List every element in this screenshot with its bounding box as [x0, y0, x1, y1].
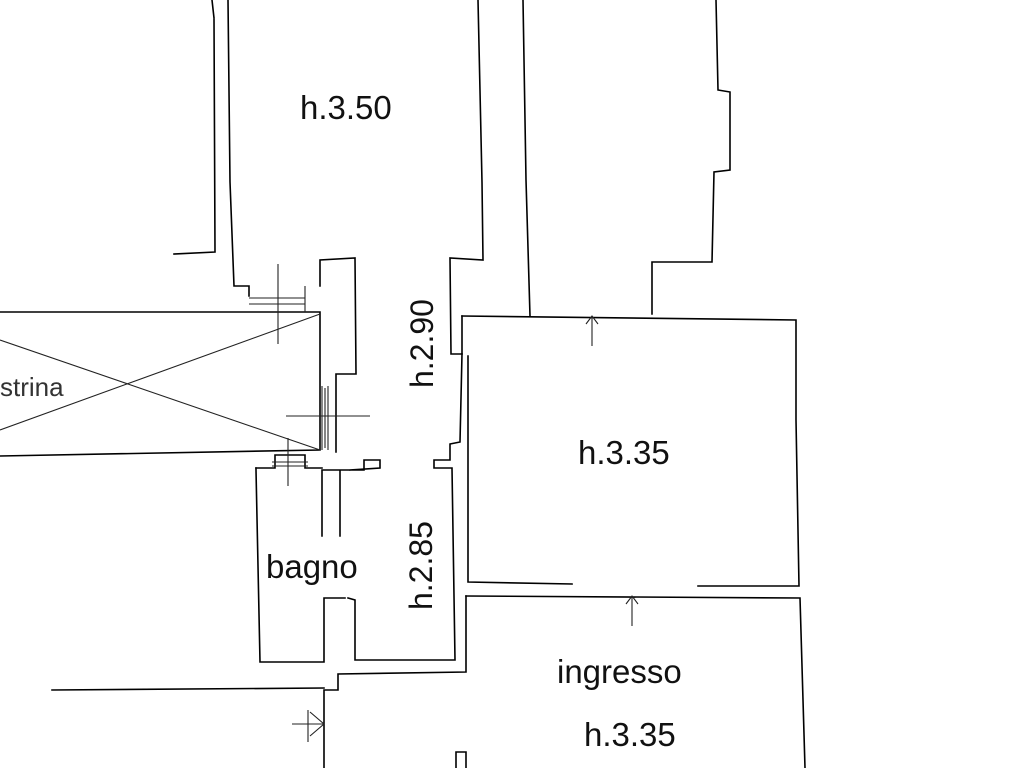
bagno-top-wall	[255, 454, 323, 469]
corridor-height-label-lower: h.2.85	[403, 521, 439, 610]
ingresso-left-wall	[323, 595, 467, 768]
entry-door-arrow	[292, 710, 325, 742]
corridor-height-label-upper: h.2.90	[404, 299, 440, 388]
right-strip-left-wall	[522, 0, 531, 317]
ingresso-stub	[455, 751, 467, 768]
top-room-right-wall	[449, 0, 484, 355]
top-room-height-label: h.3.50	[300, 89, 392, 126]
ingresso-name-label: ingresso	[557, 653, 682, 690]
center-column-wall	[319, 257, 357, 453]
bagno-walls	[255, 459, 381, 663]
ingresso-outline	[465, 595, 806, 768]
vetrina-box	[0, 311, 321, 457]
vetrina-cross	[0, 313, 321, 451]
top-room-left-wall	[173, 0, 216, 255]
right-room-outline	[461, 315, 800, 587]
ingresso-height-label: h.3.35	[584, 716, 676, 753]
right-room-height-label: h.3.35	[578, 434, 670, 471]
up-arrow-right-room	[585, 315, 599, 346]
right-room-left-return	[347, 353, 463, 661]
lower-left-wall	[51, 687, 325, 691]
window-symbol-bagno	[272, 438, 308, 486]
vetrina-name-label: strina	[0, 372, 64, 402]
top-room-inner-left-wall	[227, 0, 250, 297]
up-arrow-ingresso	[625, 595, 639, 626]
right-strip-right-wall	[651, 0, 731, 315]
bagno-name-label: bagno	[266, 548, 358, 585]
window-symbol-mid	[286, 386, 370, 450]
window-symbol-top	[249, 264, 306, 344]
